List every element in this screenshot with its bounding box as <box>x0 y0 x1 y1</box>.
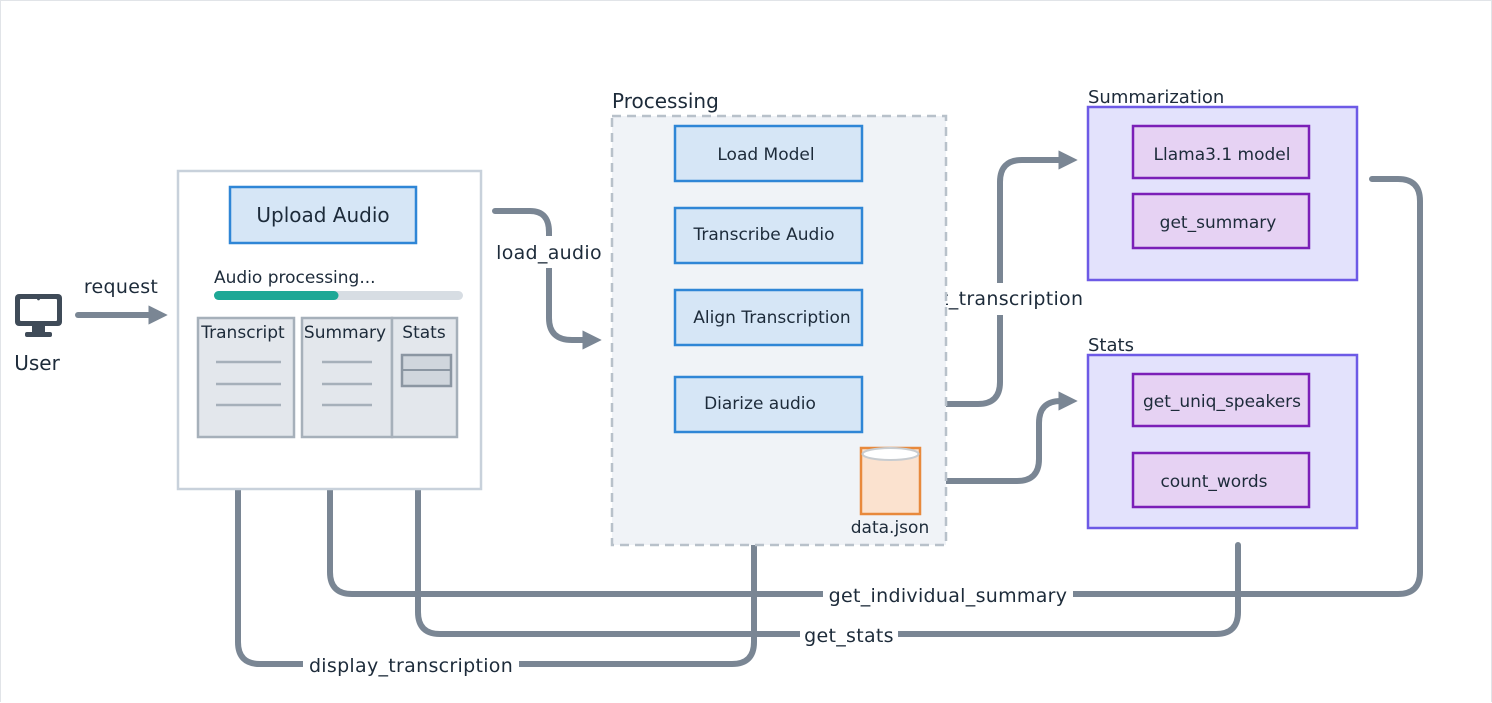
user-node: User <box>14 294 62 375</box>
step-load-model: Load Model <box>673 124 864 183</box>
edge-get-transcription-label: get_transcription <box>917 288 1084 310</box>
step-load-model-label: Load Model <box>717 145 814 165</box>
edge-display-transcription: display_transcription <box>228 443 757 681</box>
get-summary-node: get_summary <box>1131 192 1311 250</box>
edge-data-to-stats <box>931 391 1078 484</box>
user-label: User <box>14 351 60 375</box>
edge-get-stats: get_stats <box>408 444 1241 651</box>
summarization-title: Summarization <box>1088 87 1224 108</box>
summary-lines <box>322 360 372 407</box>
llama-model-node: Llama3.1 model <box>1131 124 1311 180</box>
edge-request: request <box>75 276 168 325</box>
edge-load-audio: load_audio <box>492 208 605 350</box>
edge-request-label: request <box>84 276 158 298</box>
processing-title: Processing <box>612 89 719 113</box>
step-diarize-audio-label: Diarize audio <box>704 394 816 414</box>
tab-summary[interactable]: Summary <box>300 316 394 439</box>
datastore-json: data.json <box>851 446 929 538</box>
tab-transcript-label: Transcript <box>200 323 285 343</box>
edge-display-transcription-label: display_transcription <box>309 655 513 677</box>
stats-group: Stats get_uniq_speakers count_words <box>1086 335 1359 530</box>
progress-label: Audio processing... <box>214 268 376 288</box>
transcript-lines <box>216 360 281 407</box>
step-align-transcription: Align Transcription <box>673 288 864 347</box>
stats-title: Stats <box>1088 335 1134 356</box>
llama-model-label: Llama3.1 model <box>1154 145 1291 165</box>
database-icon <box>859 446 922 516</box>
get-uniq-speakers-node: get_uniq_speakers <box>1131 372 1311 428</box>
tab-summary-label: Summary <box>304 323 386 343</box>
step-align-transcription-label: Align Transcription <box>693 308 850 328</box>
tab-stats[interactable]: Stats <box>390 316 459 439</box>
datastore-label: data.json <box>851 518 929 538</box>
ui-panel: Upload Audio Audio processing... Transcr… <box>176 169 483 491</box>
get-uniq-speakers-label: get_uniq_speakers <box>1143 392 1301 412</box>
progress-bar <box>214 291 463 300</box>
step-transcribe-audio: Transcribe Audio <box>673 206 864 265</box>
edge-get-stats-label: get_stats <box>804 625 894 647</box>
stats-table-icon <box>400 353 453 388</box>
step-transcribe-audio-label: Transcribe Audio <box>693 225 835 245</box>
edge-get-individual-summary: get_individual_summary <box>320 176 1423 611</box>
tab-stats-label: Stats <box>402 323 446 343</box>
tab-transcript[interactable]: Transcript <box>196 316 296 439</box>
progress-fill <box>214 291 339 300</box>
get-summary-label: get_summary <box>1160 213 1277 233</box>
summarization-group: Summarization Llama3.1 model get_summary <box>1086 87 1359 282</box>
upload-audio-button[interactable]: Upload Audio <box>228 185 418 245</box>
upload-audio-label: Upload Audio <box>256 203 389 227</box>
processing-group: Processing Load Model Transcribe Audio A… <box>610 89 948 547</box>
count-words-label: count_words <box>1160 472 1267 492</box>
edge-get-individual-summary-label: get_individual_summary <box>829 585 1068 607</box>
edge-get-transcription: get_transcription <box>873 150 1087 407</box>
monitor-icon <box>15 294 62 337</box>
count-words-node: count_words <box>1131 451 1311 509</box>
edge-load-audio-label: load_audio <box>496 242 602 264</box>
step-diarize-audio: Diarize audio <box>673 375 864 434</box>
